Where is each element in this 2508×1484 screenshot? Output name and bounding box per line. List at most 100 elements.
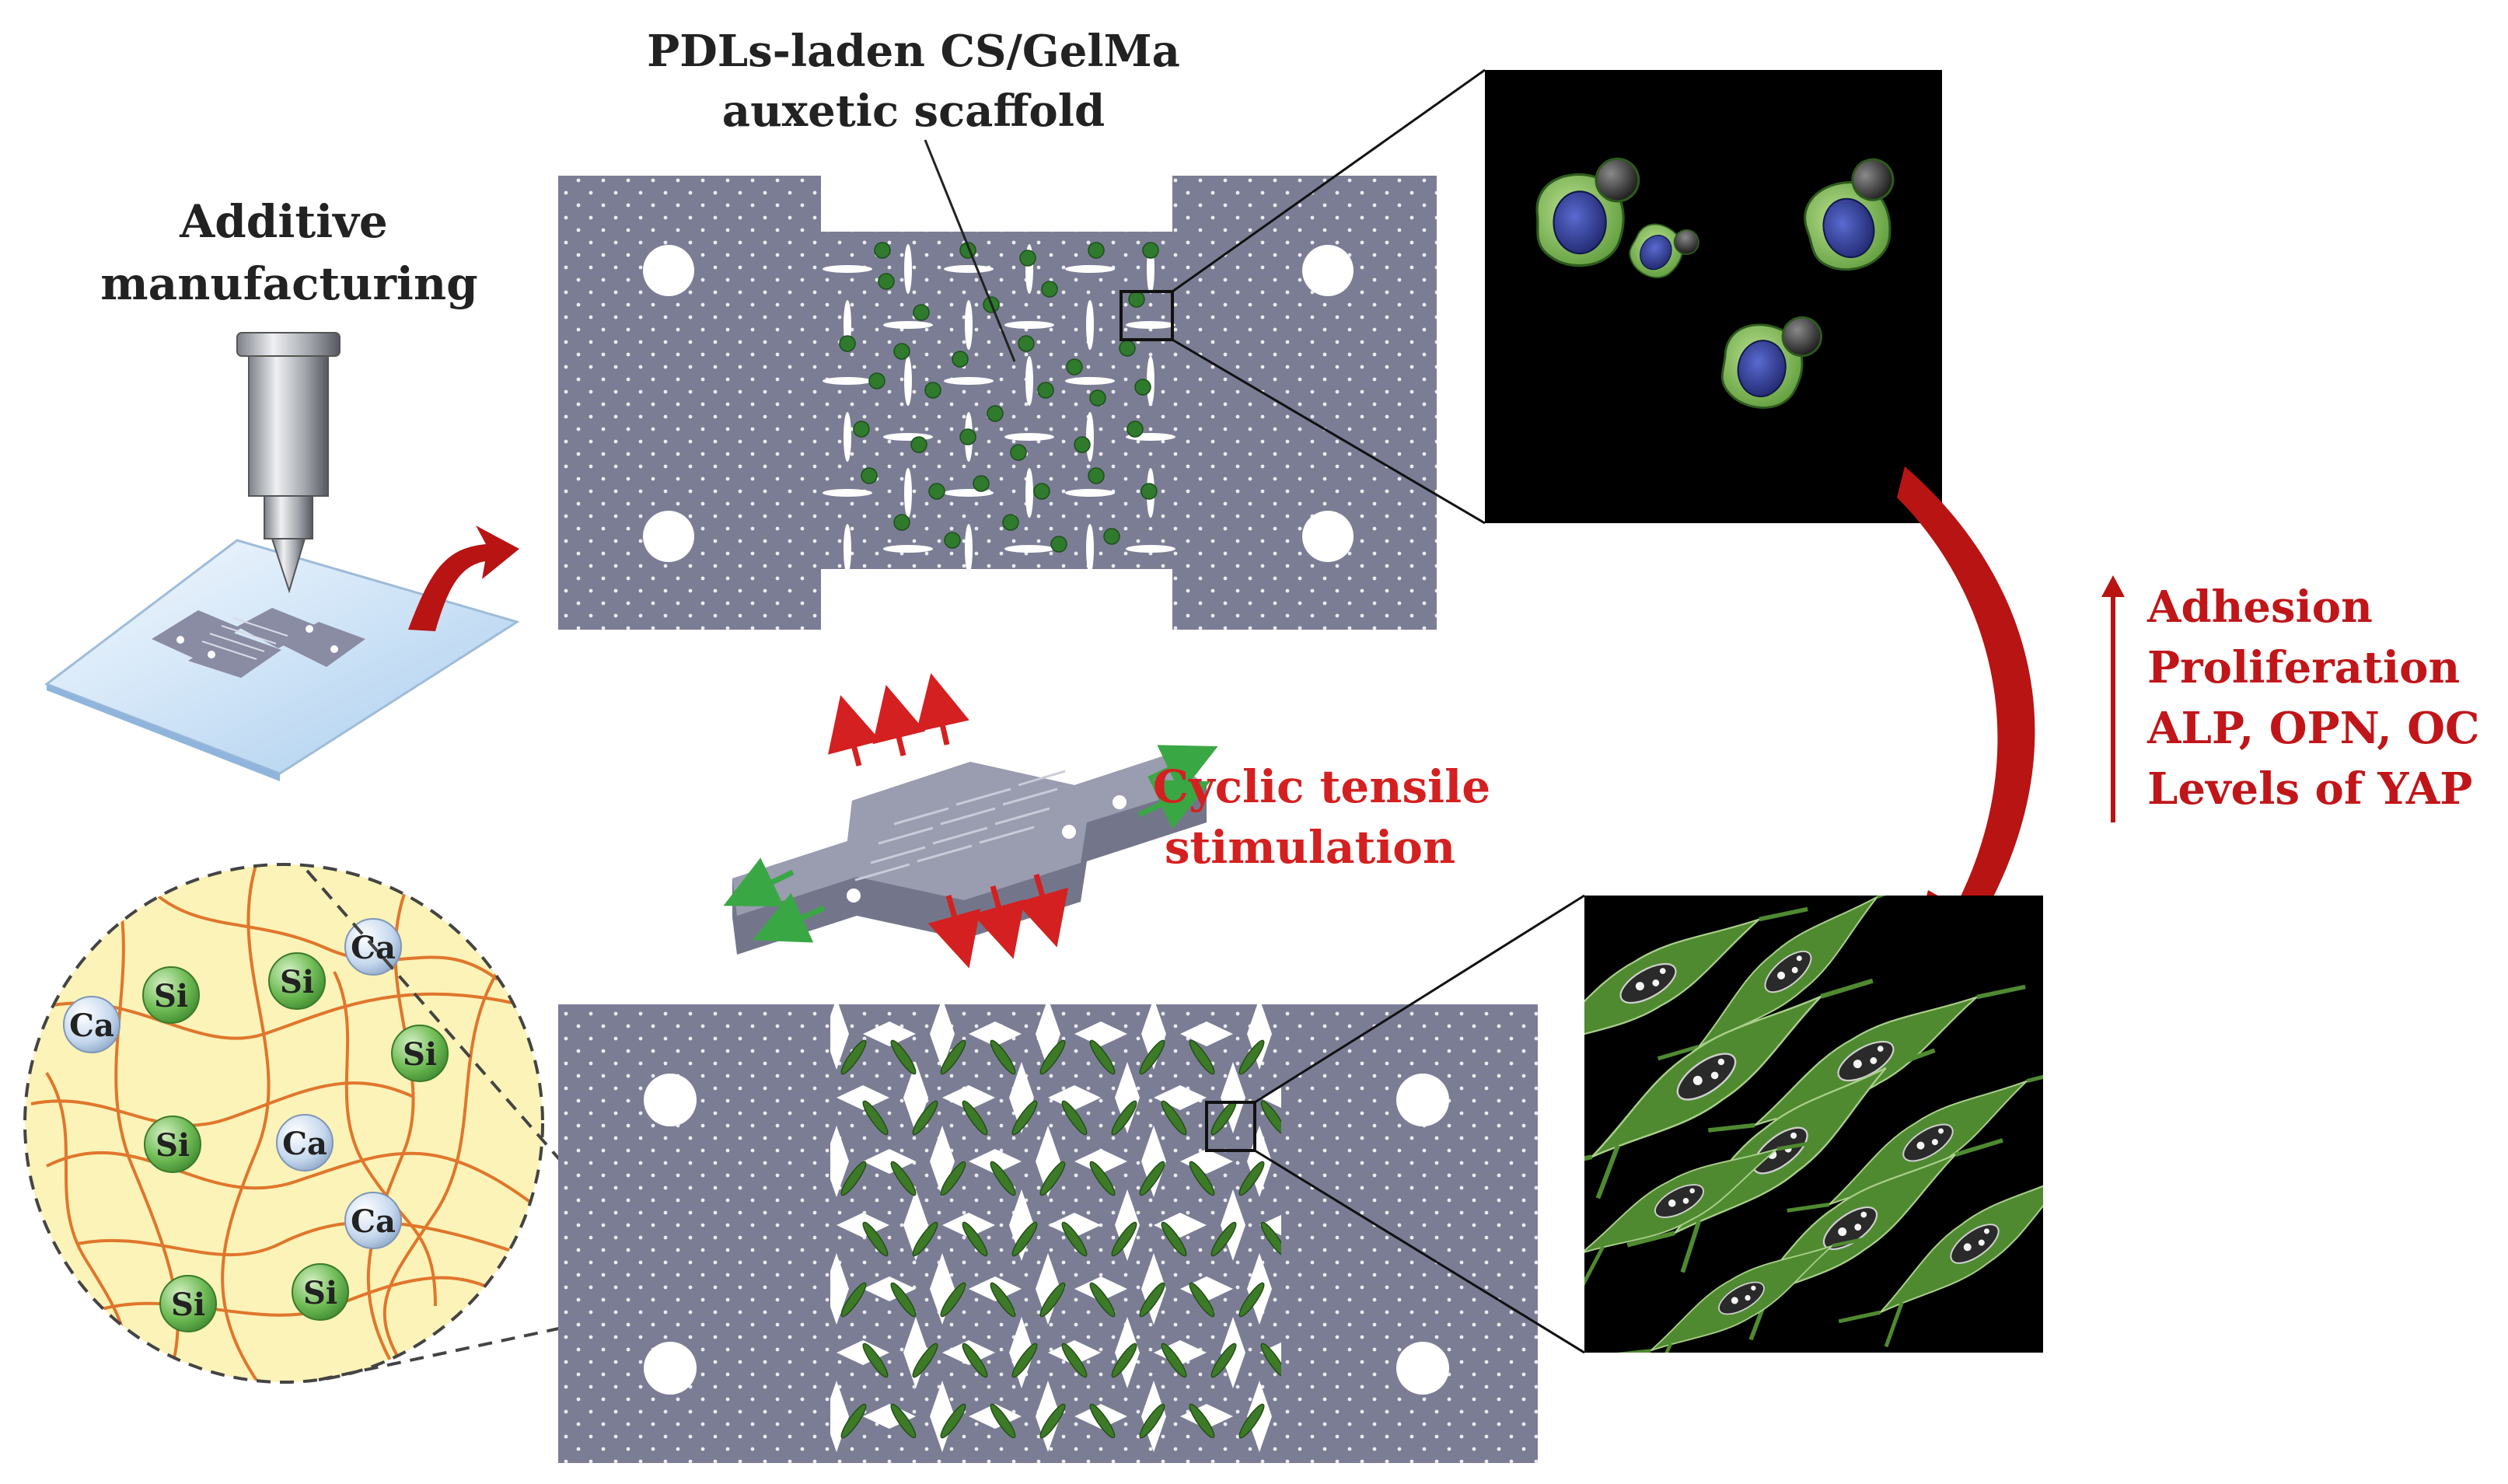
silicon-ion: Si [144, 1116, 201, 1173]
silicon-ion: Si [292, 1263, 349, 1321]
auxetic-pore [830, 1126, 849, 1197]
elongated-cell-small [1089, 1282, 1116, 1318]
scaffold-slit [1025, 468, 1033, 518]
elongated-cell-small [1011, 1343, 1038, 1378]
cell-dot [910, 436, 927, 453]
cell-dot [944, 532, 961, 549]
elongated-cell-small [1089, 1403, 1116, 1439]
scaffold-slit [1025, 356, 1033, 406]
elongated-cell-small [840, 1039, 867, 1075]
cell-dot [868, 372, 885, 389]
elongated-cell-small [940, 1403, 966, 1439]
scaffold-slit [844, 412, 851, 462]
ion-symbol: Ca [69, 1007, 114, 1044]
auxetic-pore [830, 1003, 849, 1070]
elongated-cell-small [962, 1221, 988, 1257]
spindle-cell [1612, 1235, 1873, 1353]
cell-dot [928, 483, 945, 500]
scaffold-slit [904, 468, 912, 518]
auxetic-pore [830, 1253, 849, 1325]
elongated-cell-small [1111, 1343, 1137, 1378]
auxetic-pore [969, 1021, 1022, 1046]
elongated-cell-small [1238, 1282, 1265, 1318]
scaffold-slit [1086, 412, 1094, 462]
elongated-cell-small [1039, 1039, 1066, 1075]
auxetic-pore [1074, 1276, 1127, 1301]
cell-dot [1019, 250, 1036, 267]
auxetic-pore [942, 1085, 995, 1110]
auxetic-pore [1074, 1149, 1127, 1174]
cell-dot [1134, 379, 1151, 396]
cell-dot [913, 304, 930, 321]
auxetic-pore [1036, 1003, 1060, 1070]
elongated-cell-small [912, 1343, 938, 1378]
cell-dot [861, 467, 878, 484]
outcome-item: Adhesion [2146, 581, 2373, 633]
calcium-ion: Ca [276, 1114, 334, 1171]
elongated-cell-small [890, 1282, 917, 1318]
elongated-cell-small [1260, 1343, 1281, 1378]
elongated-cell-small [940, 1282, 966, 1318]
elongated-cell-small [1139, 1403, 1165, 1439]
elongated-cell-small [1161, 1343, 1187, 1378]
rounded-cell [1535, 157, 1640, 267]
elongated-cell-small [1039, 1403, 1066, 1439]
scaffold-slit [1004, 545, 1054, 553]
rounded-cell [1629, 223, 1699, 278]
cell-dot [1074, 436, 1091, 453]
cell-dot [1088, 467, 1105, 484]
spindle-cell [1584, 906, 1808, 1087]
scaffold-slit [1147, 356, 1154, 406]
ion-symbol: Si [303, 1275, 337, 1311]
elongated-cell-small [840, 1403, 867, 1439]
scaffold-slit [1004, 433, 1054, 441]
scaffold-slit [1065, 265, 1115, 273]
ion-symbol: Si [403, 1036, 437, 1073]
elongated-cell-small [1139, 1282, 1165, 1318]
cell-dot [1018, 335, 1035, 352]
auxetic-pore [1048, 1085, 1101, 1110]
cell-dot [1041, 281, 1058, 298]
cell-dot [893, 514, 910, 531]
elongated-cell-small [1111, 1100, 1137, 1136]
scaffold-slit [1065, 377, 1115, 385]
scaffold-slit [1086, 300, 1094, 350]
cell-dot [1002, 514, 1019, 531]
elongated-cell-small [862, 1100, 889, 1136]
elongated-cell-small [840, 1282, 867, 1318]
elongated-cell-small [1210, 1343, 1237, 1378]
cell-dot [952, 351, 969, 368]
polymer-fiber [382, 970, 499, 1370]
cell-dot [1066, 358, 1083, 375]
elongated-cell-small [962, 1100, 988, 1136]
auxetic-pore [1180, 1021, 1233, 1046]
elongated-cell-small [1061, 1221, 1088, 1257]
cell-dot [1140, 483, 1158, 500]
cell-dot [1010, 444, 1027, 461]
elongated-cell-small [890, 1039, 917, 1075]
scaffold-slit [1004, 321, 1054, 329]
ion-symbol: Ca [282, 1126, 327, 1162]
elongated-cell-small [1061, 1343, 1088, 1378]
outcome-item: Proliferation [2147, 642, 2460, 693]
additive-manufacturing-illustration: Additive manufacturing [44, 195, 520, 781]
auxetic-pore [1048, 1213, 1101, 1238]
elongated-cell-small [990, 1282, 1016, 1318]
stretch-arrow-icon [723, 672, 1218, 969]
elongated-cell-small [990, 1403, 1016, 1439]
cell-dot [973, 475, 990, 492]
elongated-cell-small [1189, 1282, 1215, 1318]
elongated-cell-small [1238, 1039, 1265, 1075]
scaffold-slit [1065, 489, 1115, 497]
scaffold-slit [823, 489, 872, 497]
zoom-panel-rounded-cells [1485, 70, 1942, 523]
ion-symbol: Si [154, 978, 188, 1014]
elongated-cell-small [1260, 1221, 1281, 1257]
polymer-fiber [77, 1220, 537, 1261]
elongated-cell-small [1210, 1221, 1237, 1257]
hydrogel-composition-inset: CaSiSiCaSiSiCaCaSiSi [23, 863, 695, 1384]
outcome-item: ALP, OPN, OC [2146, 703, 2480, 754]
elongated-cell-small [862, 1221, 889, 1257]
